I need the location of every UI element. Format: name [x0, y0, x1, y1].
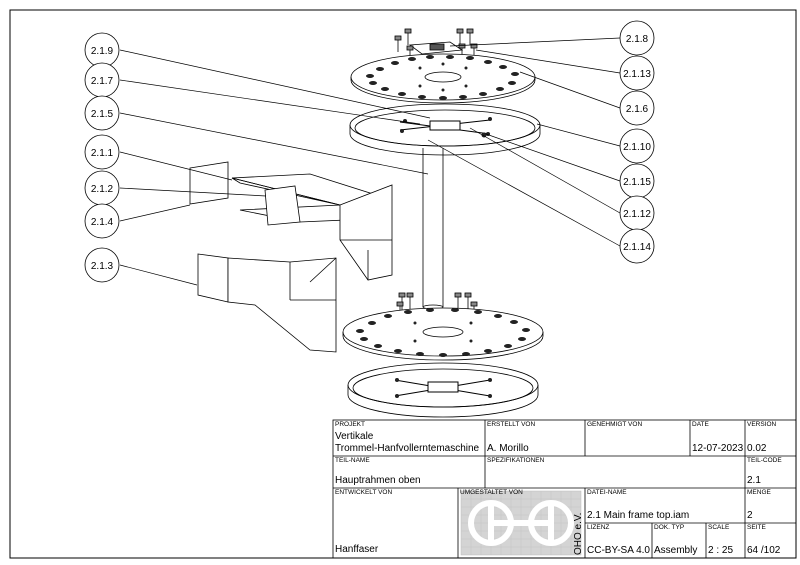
- projekt-cell: PROJEKT Vertikale Trommel-Hanfvollerntem…: [333, 420, 485, 456]
- scale-label: SCALE: [708, 524, 730, 531]
- teilname-cell: TEIL-NAME Hauptrahmen oben: [333, 456, 485, 488]
- callout-label: 2.1.3: [91, 261, 114, 272]
- erstellt-cell: ERSTELLT VON A. Morillo: [485, 420, 585, 456]
- projekt-line-1: Vertikale: [335, 431, 374, 442]
- callout-label: 2.1.6: [626, 104, 649, 115]
- datei-cell: DATEI-NAME 2.1 Main frame top.iam: [585, 488, 745, 523]
- teilname-value: Hauptrahmen oben: [335, 475, 421, 486]
- vertical-shaft: [422, 148, 444, 310]
- genehmigt-label: GENEHMIGT VON: [587, 421, 643, 428]
- callout-label: 2.1.9: [91, 46, 114, 57]
- lizenz-label: LIZENZ: [587, 524, 610, 531]
- lower-drum-tray: [347, 362, 539, 418]
- projekt-line-2: Trommel-Hanfvollerntemaschine: [335, 443, 480, 454]
- title-block: PROJEKT Vertikale Trommel-Hanfvollerntem…: [333, 420, 796, 558]
- version-cell: VERSION 0.02: [745, 420, 796, 456]
- projekt-label: PROJEKT: [335, 421, 365, 428]
- lizenz-cell: LIZENZ CC-BY-SA 4.0: [585, 523, 652, 558]
- leader-lines: [119, 37, 621, 286]
- upper-perforated-disc: [350, 53, 536, 104]
- version-label: VERSION: [747, 421, 777, 428]
- upper-drum-tray: [349, 103, 541, 156]
- datei-value: 2.1 Main frame top.iam: [587, 510, 690, 521]
- callout-label: 2.1.7: [91, 76, 114, 87]
- top-plate-with-screws: [394, 28, 478, 60]
- date-value: 12-07-2023: [692, 443, 744, 454]
- callout-2-1-13: [619, 55, 655, 91]
- callout-2-1-4: [84, 203, 120, 239]
- exploded-assembly-view: [189, 28, 544, 418]
- entwickelt-label: ENTWICKELT VON: [335, 489, 393, 496]
- doktyp-value: Assembly: [654, 545, 698, 556]
- callout-label: 2.1.1: [91, 148, 114, 159]
- callout-label: 2.1.4: [91, 217, 114, 228]
- datei-label: DATEI-NAME: [587, 489, 627, 496]
- scale-value: 2 : 25: [708, 545, 734, 556]
- menge-value: 2: [747, 510, 753, 521]
- callout-2-1-5: [84, 95, 120, 131]
- seite-value: 64 /102: [747, 545, 781, 556]
- seite-cell: SEITE 64 /102: [745, 523, 796, 558]
- date-label: DATE: [692, 421, 709, 428]
- title-block-grid: [332, 419, 797, 559]
- seite-label: SEITE: [747, 524, 766, 531]
- callout-label: 2.1.15: [623, 177, 651, 188]
- callout-label: 2.1.5: [91, 109, 114, 120]
- callout-label: 2.1.2: [91, 184, 114, 195]
- teilcode-cell: TEIL-CODE 2.1: [745, 456, 796, 488]
- callout-2-1-3: [84, 247, 120, 283]
- callout-label: 2.1.8: [626, 34, 649, 45]
- erstellt-value: A. Morillo: [487, 443, 529, 454]
- callout-bubbles: [84, 20, 655, 283]
- callout-labels: 2.1.9 2.1.7 2.1.5 2.1.1 2.1.2 2.1.4 2.1.…: [91, 34, 651, 272]
- callout-label: 2.1.13: [623, 69, 651, 80]
- callout-label: 2.1.10: [623, 142, 651, 153]
- oho-logo: [460, 490, 582, 556]
- entwickelt-cell: ENTWICKELT VON Hanffaser: [333, 488, 458, 558]
- spezifikationen-cell: SPEZIFIKATIONEN: [485, 456, 745, 488]
- umgestaltet-cell: UMGESTALTET VON OHO e.V.: [458, 488, 585, 558]
- callout-2-1-1: [84, 134, 120, 170]
- bracket-arm: [189, 161, 393, 281]
- lower-frame: [197, 253, 337, 353]
- callout-2-1-8: [619, 20, 655, 56]
- oho-vertical-text: OHO e.V.: [573, 512, 584, 555]
- teilcode-label: TEIL-CODE: [747, 457, 782, 464]
- callout-2-1-10: [619, 128, 655, 164]
- teilname-label: TEIL-NAME: [335, 457, 370, 464]
- callout-2-1-14: [619, 228, 655, 264]
- callout-label: 2.1.14: [623, 242, 651, 253]
- umgestaltet-label: UMGESTALTET VON: [460, 489, 523, 496]
- genehmigt-cell: GENEHMIGT VON: [585, 420, 690, 456]
- callout-2-1-6: [619, 90, 655, 126]
- menge-label: MENGE: [747, 489, 771, 496]
- callout-label: 2.1.12: [623, 209, 651, 220]
- teilcode-value: 2.1: [747, 475, 761, 486]
- menge-cell: MENGE 2: [745, 488, 796, 523]
- version-value: 0.02: [747, 443, 767, 454]
- erstellt-label: ERSTELLT VON: [487, 421, 536, 428]
- doktyp-cell: DOK. TYP Assembly: [652, 523, 706, 558]
- entwickelt-value: Hanffaser: [335, 544, 379, 555]
- date-cell: DATE 12-07-2023: [690, 420, 745, 456]
- lower-perforated-disc: [342, 307, 544, 361]
- scale-cell: SCALE 2 : 25: [706, 523, 745, 558]
- doktyp-label: DOK. TYP: [654, 524, 685, 531]
- lizenz-value: CC-BY-SA 4.0: [587, 545, 650, 556]
- spezifikationen-label: SPEZIFIKATIONEN: [487, 457, 545, 464]
